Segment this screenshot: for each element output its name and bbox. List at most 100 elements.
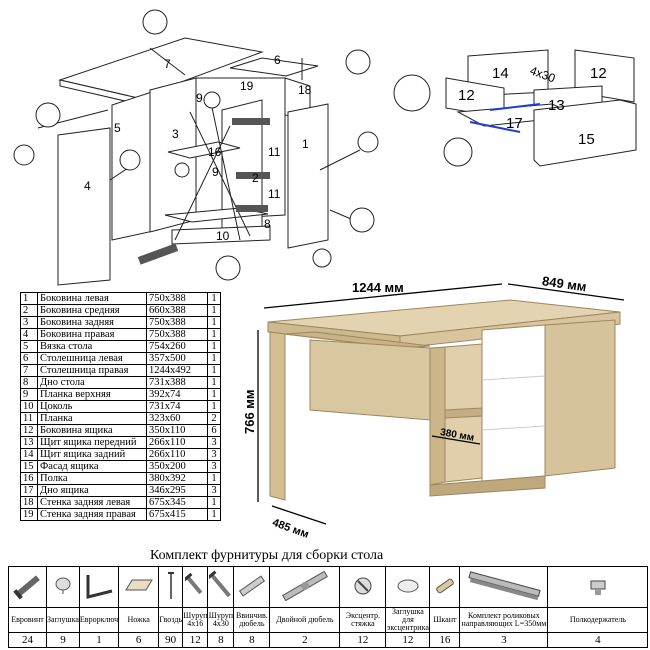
hardware-name-cell: Заглушка xyxy=(46,607,80,633)
parts-size-cell: 675x345 xyxy=(146,496,208,509)
hardware-qty-cell: 6 xyxy=(118,632,160,648)
parts-size-cell: 731x74 xyxy=(146,400,208,413)
parts-qty-cell: 1 xyxy=(207,352,221,365)
parts-size-cell: 350x110 xyxy=(146,424,208,437)
parts-name-cell: Боковина левая xyxy=(37,292,147,305)
exploded-label: 11 xyxy=(268,187,281,201)
hardware-qty-cell: 3 xyxy=(459,632,549,648)
hardware-icon-cell xyxy=(269,566,341,608)
cam-lock-icon xyxy=(350,577,376,601)
exploded-label: 18 xyxy=(298,83,312,97)
exploded-label: 9 xyxy=(196,91,203,105)
parts-number-cell: 15 xyxy=(20,460,38,473)
exploded-label: 11 xyxy=(268,145,281,159)
exploded-label: 3 xyxy=(172,127,179,141)
parts-number-cell: 7 xyxy=(20,364,38,377)
hardware-name-cell: Шуруп 4x30 xyxy=(207,607,235,633)
parts-number-cell: 6 xyxy=(20,352,38,365)
parts-name-cell: Боковина правая xyxy=(37,328,147,341)
parts-size-cell: 346x295 xyxy=(146,484,208,497)
parts-name-cell: Щит ящика передний xyxy=(37,436,147,449)
parts-number-cell: 12 xyxy=(20,424,38,437)
parts-number-cell: 11 xyxy=(20,412,38,425)
hardware-icon-cell xyxy=(8,566,47,608)
hardware-qty-cell: 2 xyxy=(269,632,341,648)
parts-qty-cell: 1 xyxy=(207,316,221,329)
shelf-support-icon xyxy=(585,580,611,601)
hardware-name-cell: Комплект роликовых направляющих L=350мм xyxy=(459,607,549,633)
parts-size-cell: 1244x492 xyxy=(146,364,208,377)
parts-qty-cell: 1 xyxy=(207,304,221,317)
hardware-name-cell: Эксцентр. стяжка xyxy=(339,607,387,633)
parts-name-cell: Боковина задняя xyxy=(37,316,147,329)
screw-dowel-icon xyxy=(235,575,269,603)
screw-long-icon xyxy=(206,570,233,605)
dowel-icon xyxy=(432,578,458,601)
hardware-icon-cell xyxy=(46,566,80,608)
parts-size-cell: 754x260 xyxy=(146,340,208,353)
hardware-icon-cell xyxy=(339,566,387,608)
hardware-name-cell: Шуруп 4x16 xyxy=(182,607,209,633)
parts-qty-cell: 1 xyxy=(207,496,221,509)
drawer-label: 14 xyxy=(492,65,509,82)
parts-name-cell: Столешница правая xyxy=(37,364,147,377)
exploded-label: 19 xyxy=(240,79,254,93)
hardware-icon-cell xyxy=(118,566,160,608)
exploded-label: 16 xyxy=(208,145,222,159)
parts-number-cell: 9 xyxy=(20,388,38,401)
hex-key-icon xyxy=(82,575,116,605)
parts-qty-cell: 3 xyxy=(207,436,221,449)
hardware-icon-cell xyxy=(233,566,271,608)
hardware-icon-cell xyxy=(429,566,461,608)
hardware-name-cell: Шкант xyxy=(429,607,461,633)
parts-number-cell: 5 xyxy=(20,340,38,353)
foot-icon xyxy=(122,579,156,600)
hardware-qty-cell: 8 xyxy=(207,632,235,648)
exploded-label: 1 xyxy=(302,137,309,151)
parts-qty-cell: 3 xyxy=(207,484,221,497)
double-dowel-icon xyxy=(275,570,335,603)
parts-name-cell: Дно ящика xyxy=(37,484,147,497)
parts-size-cell: 392x74 xyxy=(146,388,208,401)
hardware-icon-cell xyxy=(158,566,184,608)
exploded-assembly-drawing: 7 6 19 18 5 3 16 1 11 2 11 8 4 10 9 9 14… xyxy=(13,9,637,286)
hardware-icon-cell xyxy=(459,566,549,608)
hardware-qty-cell: 24 xyxy=(8,632,47,648)
dimension-depth-left: 485 мм xyxy=(271,517,311,541)
parts-number-cell: 18 xyxy=(20,496,38,509)
drawer-label: 13 xyxy=(548,97,565,114)
hardware-name-cell: Евровинт xyxy=(8,607,47,633)
exploded-label: 9 xyxy=(212,165,219,179)
hardware-qty-cell: 8 xyxy=(233,632,271,648)
parts-size-cell: 660x388 xyxy=(146,304,208,317)
nail-icon xyxy=(166,572,176,605)
cap-icon xyxy=(51,577,75,600)
hardware-icon-cell xyxy=(385,566,431,608)
dimension-height: 766 мм xyxy=(242,389,257,434)
parts-size-cell: 350x200 xyxy=(146,460,208,473)
parts-qty-cell: 1 xyxy=(207,376,221,389)
parts-name-cell: Дно стола xyxy=(37,376,147,389)
parts-number-cell: 19 xyxy=(20,508,38,521)
parts-name-cell: Планка верхняя xyxy=(37,388,147,401)
hardware-icon-cell xyxy=(547,566,649,608)
parts-name-cell: Цоколь xyxy=(37,400,147,413)
parts-number-cell: 4 xyxy=(20,328,38,341)
parts-qty-cell: 1 xyxy=(207,472,221,485)
parts-number-cell: 3 xyxy=(20,316,38,329)
screw-short-icon xyxy=(183,572,205,603)
parts-number-cell: 17 xyxy=(20,484,38,497)
exploded-label: 2 xyxy=(252,171,259,185)
parts-qty-cell: 1 xyxy=(207,340,221,353)
parts-size-cell: 750x388 xyxy=(146,292,208,305)
